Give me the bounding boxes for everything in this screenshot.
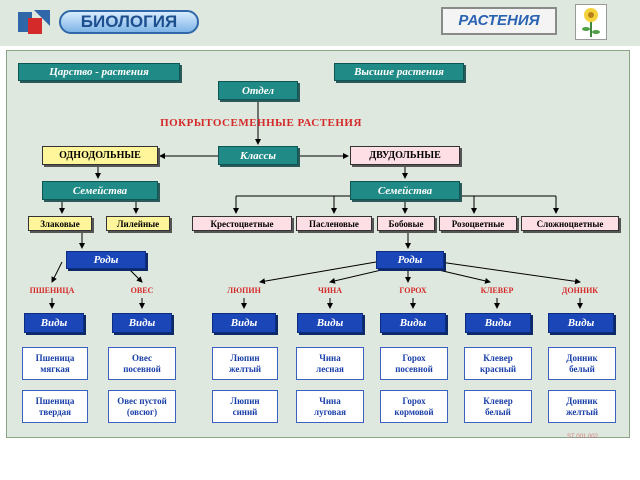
- genus-label: ДОННИК: [561, 286, 599, 295]
- footer-credit: ST 001 002: [567, 434, 598, 440]
- species-label-box: Виды: [112, 313, 172, 333]
- species-box: Люпин желтый: [212, 347, 278, 380]
- species-box: Чина лесная: [296, 347, 364, 380]
- genera-right-box: Роды: [376, 251, 444, 269]
- header-bar: БИОЛОГИЯ РАСТЕНИЯ: [0, 0, 640, 46]
- higher-plants-label: Высшие растения: [334, 63, 464, 81]
- logo-icon: [18, 10, 50, 34]
- dicots-box: ДВУДОЛЬНЫЕ: [350, 146, 460, 165]
- species-label-box: Виды: [465, 313, 531, 333]
- species-box: Донник желтый: [548, 390, 616, 423]
- genus-label: ЛЮПИН: [227, 286, 261, 295]
- division-box: Отдел: [218, 81, 298, 100]
- species-box: Горох кормовой: [380, 390, 448, 423]
- species-label-box: Виды: [212, 313, 276, 333]
- family-rozotsvetnye: Розоцветные: [439, 216, 517, 231]
- families-left-box: Семейства: [42, 181, 158, 200]
- families-right-box: Семейства: [350, 181, 460, 200]
- species-label-box: Виды: [297, 313, 363, 333]
- species-box: Овес посевной: [108, 347, 176, 380]
- species-box: Донник белый: [548, 347, 616, 380]
- species-box: Овес пустой (овсюг): [108, 390, 176, 423]
- genus-label: КЛЕВЕР: [480, 286, 514, 295]
- species-box: Пшеница мягкая: [22, 347, 88, 380]
- kingdom-label: Царство - растения: [18, 63, 180, 81]
- genus-label: ГОРОХ: [399, 286, 427, 295]
- species-label-box: Виды: [24, 313, 84, 333]
- species-box: Чина луговая: [296, 390, 364, 423]
- species-box: Клевер красный: [464, 347, 532, 380]
- classes-box: Классы: [218, 146, 298, 165]
- family-lileynye: Лилейные: [106, 216, 170, 231]
- species-box: Горох посевной: [380, 347, 448, 380]
- family-slozhnotsvetnye: Сложноцветные: [521, 216, 619, 231]
- genus-label: ПШЕНИЦА: [29, 286, 75, 295]
- genus-label: ЧИНА: [317, 286, 343, 295]
- species-label-box: Виды: [548, 313, 614, 333]
- family-paslenovye: Пасленовые: [296, 216, 372, 231]
- family-krestotsvetnye: Крестоцветные: [192, 216, 292, 231]
- family-zlakovye: Злаковые: [28, 216, 92, 231]
- species-label-box: Виды: [380, 313, 446, 333]
- genera-left-box: Роды: [66, 251, 146, 269]
- division-name: ПОКРЫТОСЕМЕННЫЕ РАСТЕНИЯ: [160, 117, 362, 129]
- topic-tab[interactable]: РАСТЕНИЯ: [441, 7, 557, 35]
- flower-icon: [575, 4, 607, 40]
- subject-pill[interactable]: БИОЛОГИЯ: [59, 10, 199, 34]
- family-bobovye: Бобовые: [377, 216, 435, 231]
- monocots-box: ОДНОДОЛЬНЫЕ: [42, 146, 158, 165]
- species-box: Пшеница твердая: [22, 390, 88, 423]
- species-box: Люпин синий: [212, 390, 278, 423]
- genus-label: ОВЕС: [130, 286, 154, 295]
- species-box: Клевер белый: [464, 390, 532, 423]
